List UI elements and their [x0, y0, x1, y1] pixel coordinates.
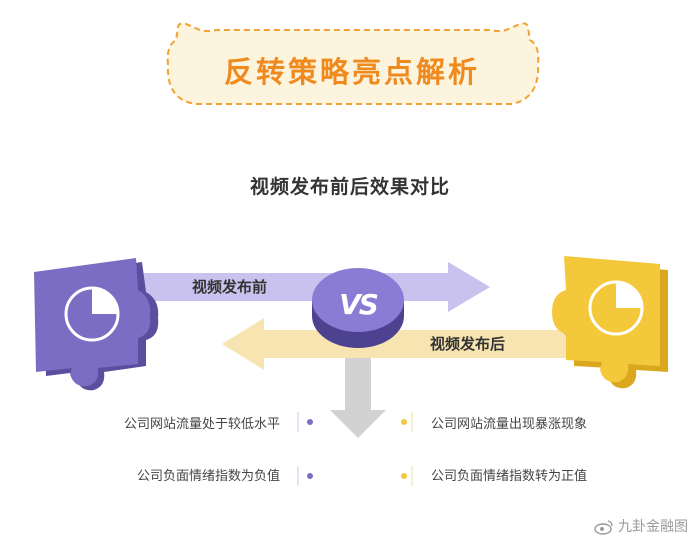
- right-point-1: 公司网站流量出现暴涨现象: [431, 417, 588, 432]
- vs-label: VS: [339, 288, 379, 321]
- banner-title: 反转策略亮点解析: [223, 55, 480, 89]
- banner-frame: [166, 22, 540, 105]
- left-point-1: 公司网站流量处于较低水平: [123, 417, 280, 432]
- left-point-2: 公司负面情绪指数为负值: [136, 469, 280, 484]
- right-puzzle-piece: [552, 256, 668, 389]
- pie-chart-icon: [64, 286, 120, 342]
- after-arrow: [222, 318, 572, 370]
- watermark-text: 九卦金融图: [618, 519, 688, 535]
- pie-chart-icon: [588, 280, 644, 336]
- down-arrow: [330, 350, 386, 438]
- vs-disc: [312, 268, 404, 348]
- watermark: 九卦金融图: [594, 516, 688, 536]
- left-puzzle-piece: [34, 258, 159, 391]
- before-label: 视频发布前: [192, 278, 268, 296]
- bullet-markers: [297, 412, 413, 486]
- weibo-icon: [594, 520, 613, 535]
- diagram-subtitle: 视频发布前后效果对比: [249, 176, 450, 198]
- title-banner: 反转策略亮点解析: [160, 18, 544, 116]
- right-point-2: 公司负面情绪指数转为正值: [431, 469, 588, 484]
- after-label: 视频发布后: [430, 335, 506, 353]
